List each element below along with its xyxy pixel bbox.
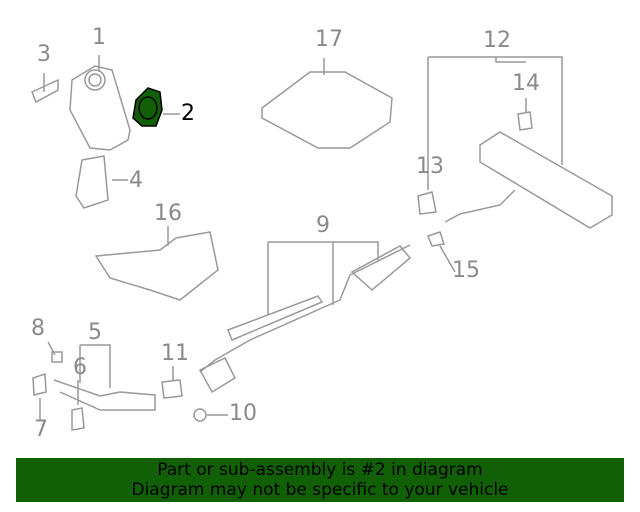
part-3-bracket xyxy=(31,78,59,104)
part-15-gasket xyxy=(427,231,445,247)
part-12-muffler xyxy=(444,131,613,229)
callout-4[interactable]: 4 xyxy=(129,168,143,193)
callout-12[interactable]: 12 xyxy=(483,28,511,53)
notice-banner: Part or sub-assembly is #2 in diagram Di… xyxy=(16,458,624,502)
banner-line-1: Part or sub-assembly is #2 in diagram xyxy=(157,460,483,480)
callout-8[interactable]: 8 xyxy=(31,316,45,341)
part-10-nut xyxy=(193,408,207,422)
part-6-gasket xyxy=(71,407,85,431)
callout-10[interactable]: 10 xyxy=(229,401,257,426)
callout-16[interactable]: 16 xyxy=(154,201,182,226)
exhaust-parts-diagram xyxy=(31,55,613,431)
callout-13[interactable]: 13 xyxy=(416,154,444,179)
part-13-hanger xyxy=(417,191,437,215)
part-2-gasket[interactable] xyxy=(132,87,163,127)
part-8-nut xyxy=(51,351,63,363)
callout-15[interactable]: 15 xyxy=(452,258,480,283)
banner-line-2: Diagram may not be specific to your vehi… xyxy=(131,480,509,500)
part-7-gasket xyxy=(32,372,47,396)
part-1-catalytic-converter xyxy=(69,65,131,151)
callout-2[interactable]: 2 xyxy=(181,101,195,126)
leader-lines xyxy=(39,55,563,420)
callout-11[interactable]: 11 xyxy=(161,341,189,366)
callout-14[interactable]: 14 xyxy=(512,71,540,96)
part-11-gasket xyxy=(161,379,183,399)
callout-6[interactable]: 6 xyxy=(73,355,87,380)
part-16-heat-shield xyxy=(94,231,219,301)
part-5-front-pipe xyxy=(53,379,156,411)
callout-3[interactable]: 3 xyxy=(37,42,51,67)
callout-17[interactable]: 17 xyxy=(315,27,343,52)
part-14-hanger xyxy=(517,111,533,131)
part-9-pipe-assembly xyxy=(198,244,412,394)
part-17-heat-shield xyxy=(261,71,393,149)
callout-5[interactable]: 5 xyxy=(88,320,102,345)
callout-7[interactable]: 7 xyxy=(34,417,48,442)
part-4-bracket xyxy=(75,155,109,209)
callout-9[interactable]: 9 xyxy=(316,213,330,238)
callout-1[interactable]: 1 xyxy=(92,25,106,50)
